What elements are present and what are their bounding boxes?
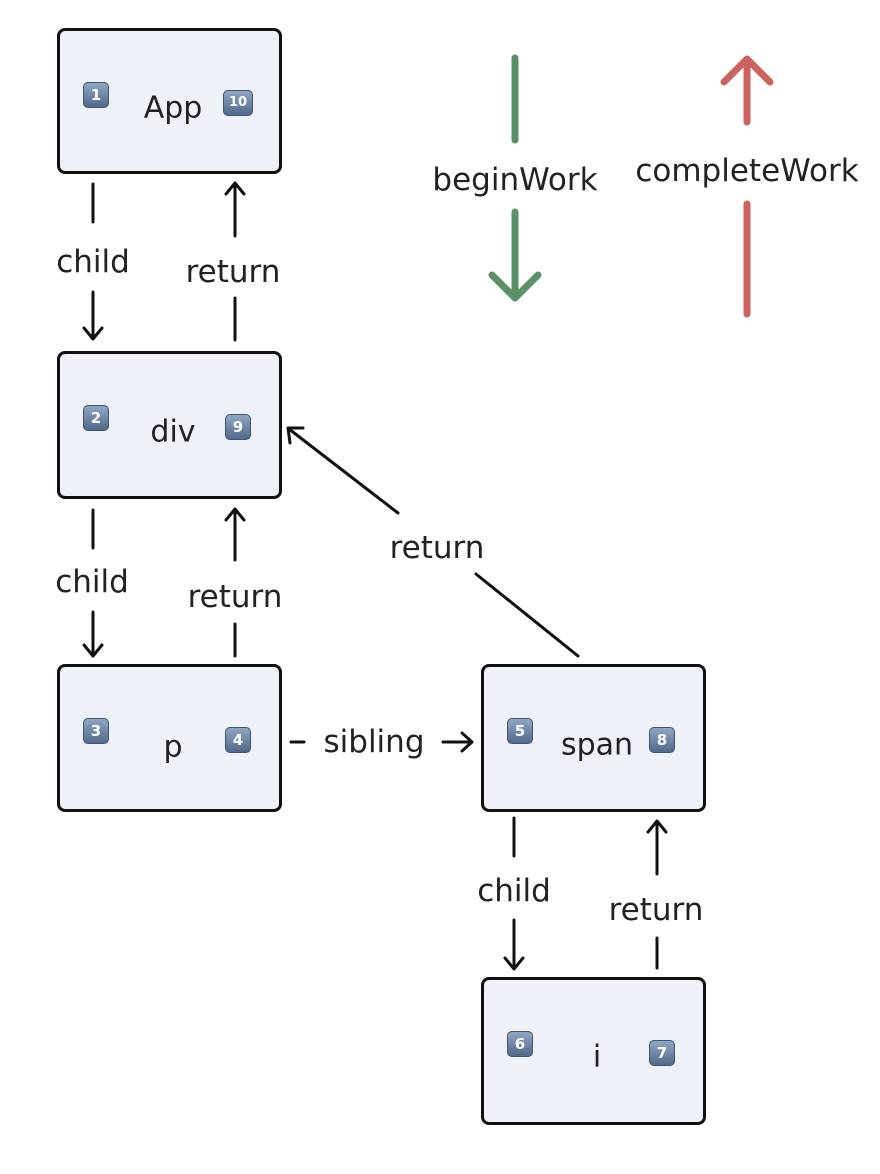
node-app-begin-step: 1 <box>83 82 109 108</box>
edge-p-span-sibling <box>289 731 474 753</box>
edge-div-app-return <box>224 181 246 342</box>
edge-label-p-div-return: return <box>183 579 287 615</box>
node-div-complete-step: 9 <box>225 414 251 440</box>
node-span-label: span <box>560 727 634 763</box>
legend-begin-arrow <box>488 54 542 302</box>
node-span-begin-step: 5 <box>507 718 533 744</box>
node-p: p 3 4 <box>57 664 282 812</box>
node-div-label: div <box>150 414 196 450</box>
node-div: div 2 9 <box>57 351 282 499</box>
node-span-complete-step: 8 <box>649 727 675 753</box>
node-i-complete-step: 7 <box>649 1040 675 1066</box>
node-p-label: p <box>163 729 183 765</box>
edge-p-div-return <box>224 507 246 658</box>
edge-label-i-span-return: return <box>604 892 708 928</box>
node-i-begin-step: 6 <box>507 1031 533 1057</box>
node-app-complete-step: 10 <box>223 90 253 116</box>
node-span: span 5 8 <box>481 664 706 812</box>
edge-div-p-child <box>82 508 104 658</box>
edge-app-div-child <box>82 182 104 341</box>
legend-complete-arrow <box>720 55 774 318</box>
node-p-begin-step: 3 <box>83 718 109 744</box>
legend-complete-label: completeWork <box>635 153 859 189</box>
edge-span-div-return <box>286 426 580 658</box>
node-app-label: App <box>143 90 203 126</box>
node-div-begin-step: 2 <box>83 405 109 431</box>
edge-label-div-app-return: return <box>181 254 285 290</box>
node-app: App 1 10 <box>57 28 282 174</box>
edge-i-span-return <box>646 819 668 970</box>
legend-begin-label: beginWork <box>432 162 598 198</box>
edge-label-span-i-child: child <box>473 873 555 909</box>
edge-label-app-div-child: child <box>52 244 134 280</box>
edge-label-span-div-return: return <box>385 530 489 566</box>
edge-label-div-p-child: child <box>51 564 133 600</box>
edge-span-i-child <box>503 816 525 971</box>
node-i-label: i <box>592 1039 602 1075</box>
node-p-complete-step: 4 <box>225 727 251 753</box>
edge-label-p-span-sibling: sibling <box>319 724 429 760</box>
node-i: i 6 7 <box>481 977 706 1125</box>
